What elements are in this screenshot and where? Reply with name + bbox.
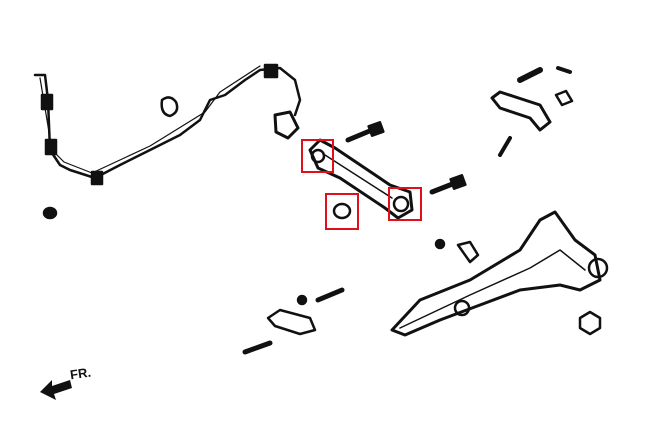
line-clip: [44, 138, 58, 156]
highlight-box-rear-bushing: [388, 187, 422, 221]
line-clip: [263, 63, 279, 79]
bolt: [315, 287, 345, 303]
grommet: [160, 96, 179, 118]
arm-eye-front: [310, 148, 326, 164]
line-clip: [40, 93, 54, 111]
front-direction-label: FR.: [69, 364, 92, 383]
bracket: [456, 240, 480, 264]
small-link: [266, 308, 317, 336]
control-arm: [308, 138, 414, 220]
bolt-head: [449, 173, 467, 191]
bolt: [556, 66, 572, 74]
bracket: [273, 110, 300, 140]
highlight-box-front-bushing: [301, 139, 334, 173]
bolt: [242, 340, 273, 355]
line-clip: [90, 170, 104, 186]
front-direction-arrow-icon: [40, 380, 72, 400]
bolt: [345, 127, 375, 143]
control-arm-rib: [324, 154, 393, 199]
arm-eye-rear: [392, 195, 410, 213]
bolt: [498, 136, 512, 157]
nut: [434, 238, 446, 250]
hub-nut: [578, 310, 602, 336]
upper-arm: [490, 90, 552, 132]
nut: [296, 294, 308, 306]
bushing: [332, 202, 352, 220]
hub: [587, 257, 609, 279]
bolt: [429, 180, 458, 195]
bushing-small: [42, 206, 58, 220]
brake-line: [33, 66, 302, 180]
bolt: [517, 67, 543, 83]
bolt-head: [367, 120, 385, 138]
highlight-box-bushing: [325, 193, 359, 230]
trailing-arm-edge: [399, 249, 586, 329]
trailing-arm: [390, 210, 602, 337]
brake-line-inner: [39, 65, 261, 174]
bushing: [554, 89, 574, 107]
arm-bushing: [453, 299, 471, 317]
